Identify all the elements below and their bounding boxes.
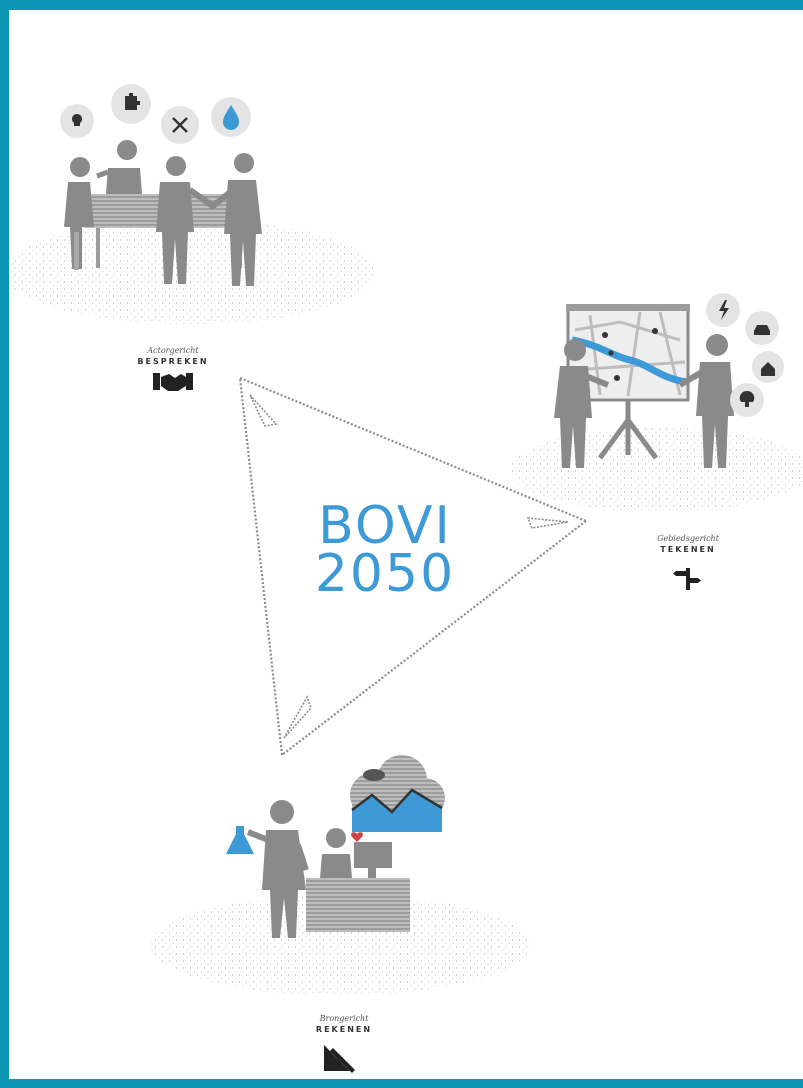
computer-monitor	[354, 842, 392, 868]
map-pin-icon	[602, 328, 658, 381]
heart-icon	[351, 832, 363, 842]
flask-icon	[226, 826, 254, 854]
node-source-subtitle: Brongericht	[319, 1014, 369, 1023]
ground-speckle-source	[150, 895, 530, 995]
tools-icon	[172, 117, 188, 133]
house-icon	[761, 362, 775, 376]
ground-speckle-area	[510, 428, 803, 512]
node-area-subtitle: Gebiedsgericht	[657, 534, 719, 543]
puzzle-icon	[125, 93, 140, 110]
data-cloud	[350, 755, 445, 832]
source-illustration	[226, 755, 445, 938]
node-source-label: Brongericht REKENEN	[264, 1014, 424, 1034]
lightbulb-icon	[72, 114, 82, 126]
node-source-title: REKENEN	[315, 1025, 373, 1034]
logo-line-1: BOVI	[318, 496, 452, 556]
signpost-icon	[673, 568, 701, 590]
area-illustration	[554, 293, 784, 468]
node-actor-title: BESPREKEN	[137, 357, 209, 366]
handshake-icon	[153, 373, 193, 391]
desk	[306, 878, 410, 932]
node-area-label: Gebiedsgericht TEKENEN	[608, 534, 768, 554]
process-triangle	[238, 376, 587, 756]
logo-line-2: 2050	[314, 544, 456, 604]
water-drop-icon	[223, 105, 239, 130]
node-actor-subtitle: Actorgericht	[147, 346, 199, 355]
actor-illustration	[60, 84, 262, 286]
lightning-icon	[719, 300, 729, 320]
tree-icon	[739, 390, 755, 407]
map-river	[571, 336, 687, 386]
car-icon	[754, 325, 770, 335]
ground-speckle-actor	[9, 220, 375, 324]
triangle-arrows	[249, 394, 569, 739]
bovi-2050-logo: BOVI 2050	[295, 496, 475, 604]
node-actor-label: Actorgericht BESPREKEN	[93, 346, 253, 366]
node-area-title: TEKENEN	[660, 545, 716, 554]
set-square-icon	[324, 1045, 355, 1073]
